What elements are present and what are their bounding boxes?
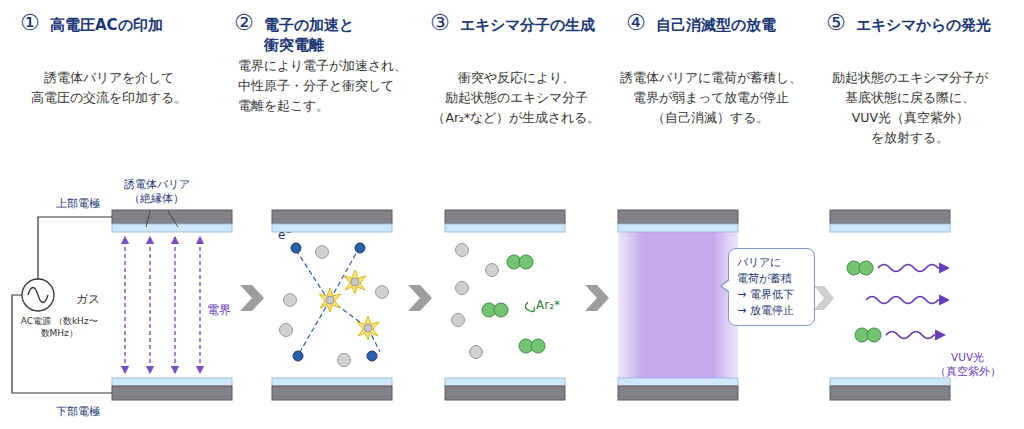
step-title: 自己消滅型の放電 [656,15,776,35]
step-number: ① [20,10,40,36]
step-title: 電子の加速と 衝突電離 [264,15,369,55]
step-number: ② [234,10,254,36]
step-description: 誘電体バリアに電荷が蓄積し、 電界が弱まって放電が停止 （自己消滅）する。 [620,68,801,128]
step-number: ④ [626,10,646,36]
part-label: VUV光 （真空紫外） [934,350,1001,378]
callout-text: バリアに 電荷が蓄積 → 電界低下 → 放電停止 [737,255,805,319]
part-label: 下部電極 [56,405,100,419]
part-label: 上部電極 [56,197,100,211]
step-title: 高電圧ACの印加 [50,15,163,35]
callout-box: バリアに 電荷が蓄積 → 電界低下 → 放電停止 [728,248,815,326]
particle-label: Ar₂* [536,298,560,312]
particle-label: e⁻ [278,228,292,242]
part-label: 電界 [207,302,231,318]
step-title: エキシマからの発光 [856,15,991,35]
step-description: 衝突や反応により、 励起状態のエキシマ分子 （Ar₂*など）が生成される。 [432,68,601,128]
step-description: 励起状態のエキシマ分子が 基底状態に戻る際に、 VUV光（真空紫外）を放射する。 [826,68,995,148]
step-description: 電界により電子が加速され、 中性原子・分子と衝突して 電離を起こす。 [238,56,408,116]
step-description: 誘電体バリアを介して 高電圧の交流を印加する。 [30,68,188,108]
part-label: 誘電体バリア （絶縁体） [122,177,191,205]
part-label: AC電源 （数kHz〜数MHz） [16,315,102,339]
step-title: エキシマ分子の生成 [460,15,595,35]
part-label: ガス [76,291,100,307]
step-number: ⑤ [826,10,846,36]
step-number: ③ [430,10,450,36]
